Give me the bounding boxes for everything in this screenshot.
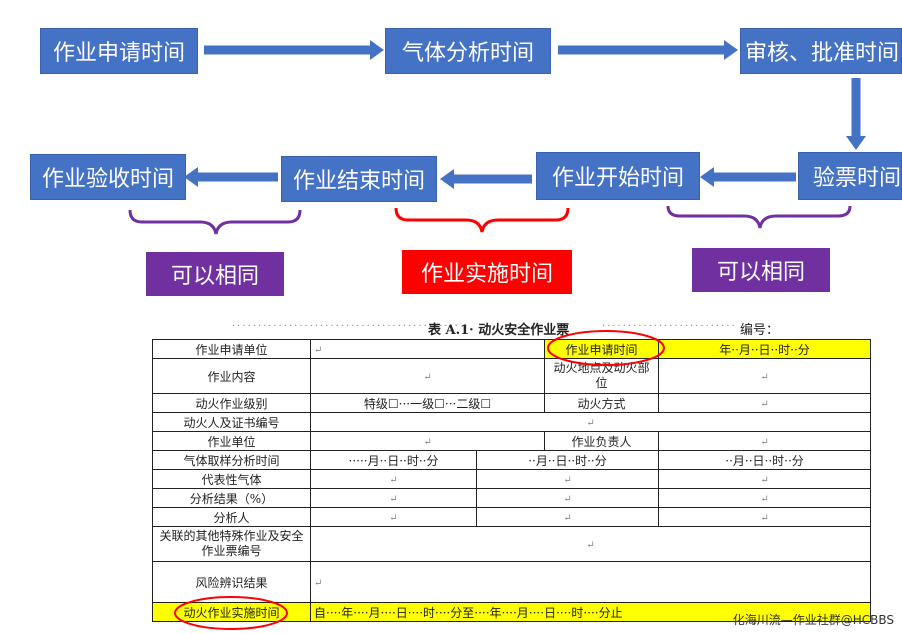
cell-rep-gas-label: 代表性气体 [152, 469, 311, 489]
cell-fire-person-value: ↵ [309, 412, 872, 432]
cell-gas-time-3: ··月··日··时··分 [658, 450, 872, 470]
cell-gas-time-1: ·····月··日··时··分 [310, 450, 477, 470]
label-can-be-same-left: 可以相同 [146, 252, 284, 296]
arrowhead-step2-step3 [724, 40, 738, 60]
arrowhead-step3-step4 [846, 136, 866, 150]
cell-analyst-1: ↵ [310, 507, 477, 527]
bracket-left [128, 209, 302, 235]
cell-fire-location-value: ↵ [658, 358, 872, 394]
table-row: 风险辨识结果 ↵ [152, 561, 872, 603]
cell-apply-unit-value: ↵ [309, 339, 546, 359]
cell-work-content-label: 作业内容 [152, 358, 311, 394]
cell-analyst-2: ↵ [475, 507, 660, 527]
table-row: 代表性气体 ↵ ↵ ↵ [152, 469, 872, 489]
cell-work-content-value: ↵ [309, 358, 546, 394]
cell-analysis-result-1: ↵ [310, 488, 477, 508]
flow-step-acceptance-time: 作业验收时间 [30, 154, 186, 200]
table-row: 分析结果（%） ↵ ↵ ↵ [152, 488, 872, 508]
table-row: 分析人 ↵ ↵ ↵ [152, 507, 872, 527]
cell-related-work-label: 关联的其他特殊作业及安全作业票编号 [152, 526, 311, 562]
cell-fire-work-time-value: 自····年····月····日····时····分至····年····月···… [309, 602, 872, 622]
document-title-row: ········································… [232, 321, 780, 338]
cell-fire-method-label: 动火方式 [544, 393, 660, 413]
document-number-label: 编号： [740, 323, 780, 338]
watermark-text: 化海川流—作业社群@HCBBS [732, 613, 894, 627]
cell-apply-unit-label: 作业申请单位 [152, 339, 311, 359]
arrowhead-step4-step5 [700, 167, 714, 187]
cell-analysis-result-label: 分析结果（%） [152, 488, 311, 508]
cell-fire-level-options: 特级☐···一级☐···二级☐ [309, 393, 546, 413]
table-row: 动火作业级别 特级☐···一级☐···二级☐ 动火方式 ↵ [152, 393, 872, 413]
cell-related-work-value: ↵ [309, 526, 872, 562]
bracket-middle [394, 207, 570, 233]
arrowhead-step1-step2 [370, 40, 384, 60]
flow-step-approval-time: 审核、批准时间 [740, 28, 902, 74]
table-row: 动火人及证书编号 ↵ [152, 412, 872, 432]
cell-apply-time-value: 年··月··日··时··分 [658, 339, 872, 359]
cell-rep-gas-3: ↵ [658, 469, 872, 489]
flow-step-gas-analysis-time: 气体分析时间 [385, 28, 551, 74]
cell-analysis-result-3: ↵ [658, 488, 872, 508]
cell-analyst-label: 分析人 [152, 507, 311, 527]
cell-work-unit-label: 作业单位 [152, 431, 311, 451]
flow-step-work-end-time: 作业结束时间 [281, 156, 437, 202]
cell-gas-sample-time-label: 气体取样分析时间 [152, 450, 311, 470]
bracket-right [666, 205, 852, 229]
cell-work-leader-value: ↵ [658, 431, 872, 451]
cell-rep-gas-2: ↵ [475, 469, 660, 489]
hot-work-permit-document: ········································… [152, 315, 872, 634]
table-row: 作业单位 ↵ 作业负责人 ↵ [152, 431, 872, 451]
table-row: 关联的其他特殊作业及安全作业票编号 ↵ [152, 526, 872, 562]
cell-fire-work-time-label: 动火作业实施时间 [152, 602, 311, 622]
cell-fire-method-value: ↵ [658, 393, 872, 413]
flow-step-ticket-check-time: 验票时间 [798, 152, 902, 200]
cell-analysis-result-2: ↵ [475, 488, 660, 508]
cell-risk-result-label: 风险辨识结果 [152, 561, 311, 603]
label-work-implementation-time: 作业实施时间 [402, 250, 572, 294]
cell-fire-person-label: 动火人及证书编号 [152, 412, 311, 432]
arrowhead-step6-step7 [184, 167, 198, 187]
cell-work-unit-value: ↵ [309, 431, 546, 451]
flow-step-apply-time: 作业申请时间 [40, 28, 198, 74]
cell-fire-level-label: 动火作业级别 [152, 393, 311, 413]
cell-gas-time-2: ··月··日··时··分 [475, 450, 660, 470]
cell-apply-time-label: 作业申请时间 [544, 339, 660, 359]
arrowhead-step5-step6 [440, 169, 454, 189]
document-title: 表 A.1· 动火安全作业票 [428, 323, 570, 338]
table-row: 气体取样分析时间 ·····月··日··时··分 ··月··日··时··分 ··… [152, 450, 872, 470]
permit-table: 作业申请单位 ↵ 作业申请时间 年··月··日··时··分 作业内容 ↵ 动火地… [152, 339, 872, 622]
cell-analyst-3: ↵ [658, 507, 872, 527]
cell-risk-result-value: ↵ [309, 561, 872, 603]
table-row: 作业申请单位 ↵ 作业申请时间 年··月··日··时··分 [152, 339, 872, 359]
cell-fire-location-label: 动火地点及动火部位 [544, 358, 660, 394]
table-row: 作业内容 ↵ 动火地点及动火部位 ↵ [152, 358, 872, 394]
cell-rep-gas-1: ↵ [310, 469, 477, 489]
label-can-be-same-right: 可以相同 [692, 248, 830, 292]
cell-work-leader-label: 作业负责人 [544, 431, 660, 451]
flow-step-work-start-time: 作业开始时间 [536, 152, 700, 200]
